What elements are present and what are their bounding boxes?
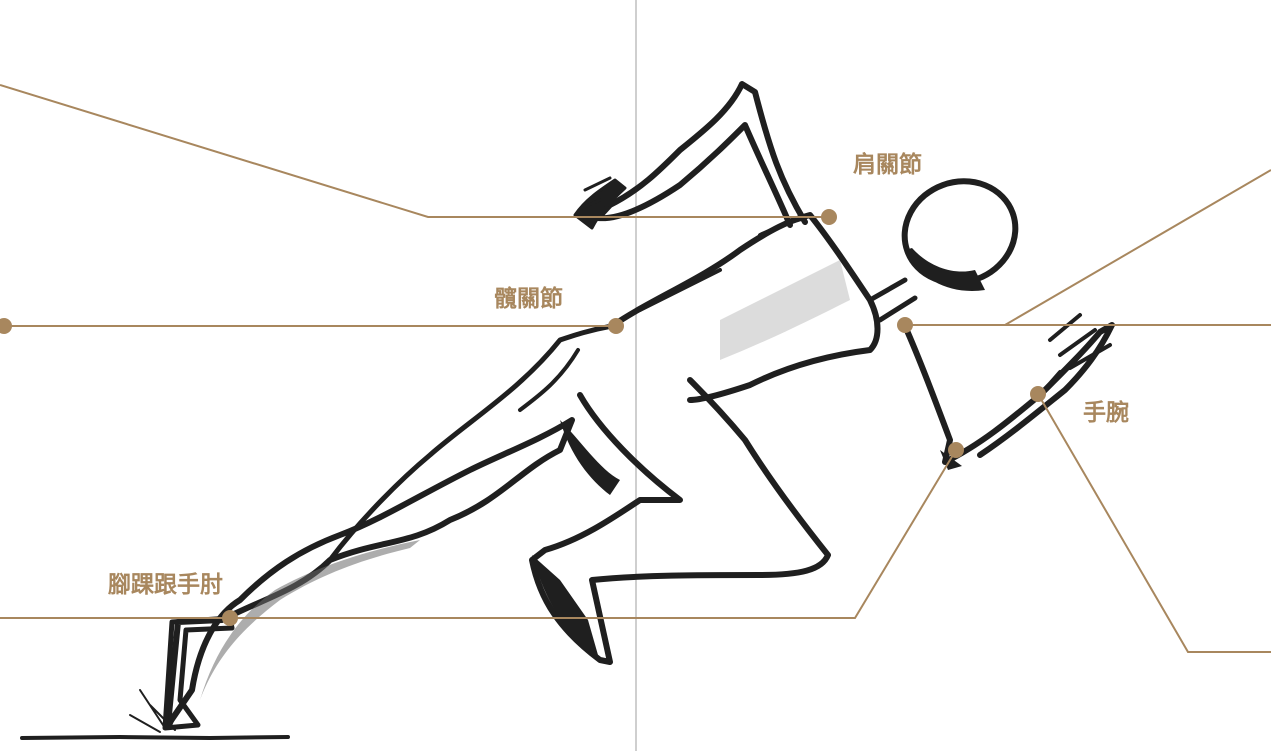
callout-dots (0, 209, 1046, 626)
hip-left-end-dot (0, 318, 12, 334)
upper-right-diagonal (1005, 170, 1271, 325)
hip-joint-label: 髖關節 (494, 287, 563, 310)
wrist-label: 手腕 (1083, 401, 1129, 424)
hip-dot (608, 318, 624, 334)
torso-shading (720, 260, 850, 360)
back-leg-outline (168, 420, 572, 725)
front-foot (532, 555, 600, 662)
shoulder-joint-label: 肩關節 (853, 153, 922, 176)
shoulder-dot (821, 209, 837, 225)
ankle-dot (222, 610, 238, 626)
front-shin-shading (560, 420, 620, 495)
elbow-dot (948, 442, 964, 458)
torso-outline (612, 215, 878, 400)
forward-arm (905, 325, 1112, 462)
wrist-dot (1030, 386, 1046, 402)
sprinter-figure (22, 84, 1112, 738)
ground-line (22, 737, 288, 738)
raised-arm (598, 84, 805, 225)
ankle-elbow-label: 腳踝跟手肘 (108, 573, 223, 596)
back-thigh-lower (520, 350, 578, 410)
wrist-leader (1038, 394, 1271, 652)
neck-dot (897, 317, 913, 333)
shoulder-leader (0, 85, 829, 217)
